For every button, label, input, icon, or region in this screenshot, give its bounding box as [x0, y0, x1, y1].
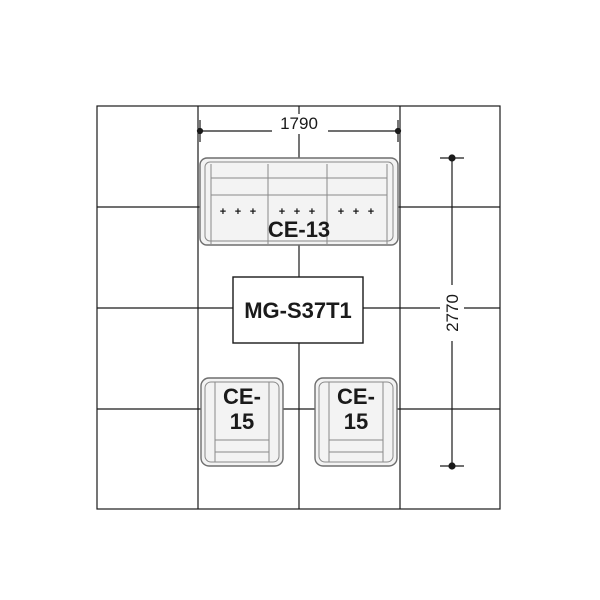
chair-right-label-line1: CE- [337, 384, 375, 409]
sofa-ce-13 [199, 157, 399, 246]
chair-left-label-line1: CE- [223, 384, 261, 409]
floor-grid [96, 105, 501, 510]
chair-right-label-line2: 15 [344, 409, 368, 434]
depth-dimension-label: 2770 [443, 294, 462, 332]
plus-mark: + [353, 206, 359, 218]
chair-right-ce-15 [314, 377, 398, 467]
chair-left-label-line2: 15 [230, 409, 254, 434]
plus-mark: + [235, 206, 241, 218]
sofa-label: CE-13 [268, 217, 330, 242]
plus-mark: + [294, 206, 300, 218]
sofa-plus-marks: + + + + + + + + + [220, 206, 374, 218]
plus-mark: + [309, 206, 315, 218]
table-mg-s37t1 [232, 276, 364, 344]
plus-mark: + [338, 206, 344, 218]
plus-mark: + [279, 206, 285, 218]
width-dimension-label: 1790 [280, 114, 318, 133]
plus-mark: + [220, 206, 226, 218]
table-label: MG-S37T1 [244, 298, 352, 323]
plus-mark: + [368, 206, 374, 218]
plus-mark: + [250, 206, 256, 218]
chair-left-ce-15 [200, 377, 284, 467]
